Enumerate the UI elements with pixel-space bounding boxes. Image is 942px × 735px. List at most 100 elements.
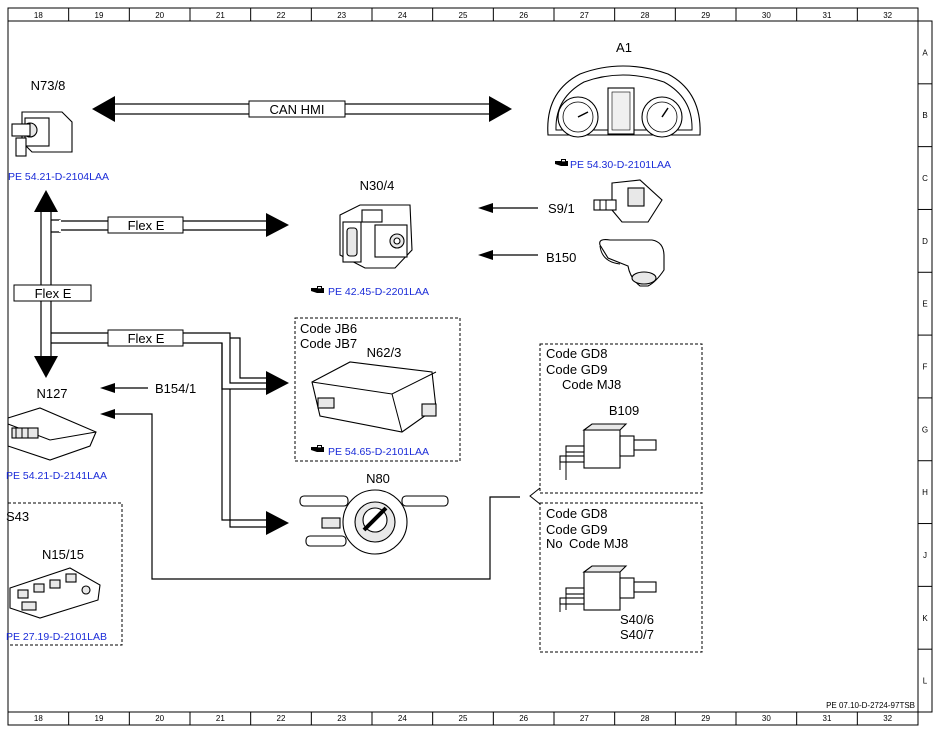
- b154-1-label: B154/1: [155, 381, 196, 396]
- grid-column-label: 28: [641, 714, 650, 723]
- n127-component: N127 PE 54.21-D-2141LAA: [6, 386, 107, 482]
- grid-column-label: 31: [823, 714, 832, 723]
- grid-column-label: 22: [277, 714, 286, 723]
- n62-3-ref: PE 54.65-D-2101LAA: [328, 446, 429, 458]
- can-hmi-label-box: [248, 100, 346, 118]
- flex-e-left-box: [13, 284, 92, 302]
- grid-column-label: 27: [580, 714, 589, 723]
- a1-label: A1: [616, 40, 632, 55]
- s9-1-label: S9/1: [548, 201, 575, 216]
- n73-8-ref: PE 54.21-D-2104LAA: [8, 171, 109, 183]
- n30-4-component: N30/4 PE 42.45-D-2201LAA: [311, 178, 429, 298]
- grid-column-label: 26: [519, 11, 528, 20]
- s40-component: Code GD8 Code GD9 No Code MJ8 S40/6 S40/…: [539, 502, 703, 653]
- gear-selector-module-icon: [9, 567, 101, 619]
- powertrain-control-unit-icon: [7, 407, 97, 461]
- s40-switch-icon: [559, 565, 657, 612]
- pointing-hand-icon: [311, 286, 324, 293]
- s9-1-signal-arrow: [478, 203, 538, 213]
- flex-e-to-n30-4: Flex E: [51, 213, 289, 237]
- n62-3-code-1: Code JB6: [300, 321, 357, 336]
- grid-row-label: B: [922, 111, 927, 120]
- grid-row-label: G: [922, 425, 928, 434]
- s9-1-component: S9/1: [548, 179, 663, 223]
- grid-row-label: F: [923, 363, 928, 372]
- b150-label: B150: [546, 250, 576, 265]
- b109-code-3: Code MJ8: [562, 377, 621, 392]
- grid-column-label: 24: [398, 11, 407, 20]
- n127-ref: PE 54.21-D-2141LAA: [6, 470, 107, 482]
- flex-e-top-box: [107, 216, 184, 234]
- b109-code-box: [539, 343, 703, 494]
- flex-e-mid-label: Flex E: [128, 331, 165, 346]
- grid-column-label: 19: [95, 714, 104, 723]
- grid-row-label: J: [923, 551, 927, 560]
- grid-column-label: 21: [216, 11, 225, 20]
- n62-3-label: N62/3: [367, 345, 402, 360]
- b109-code-1: Code GD8: [546, 346, 607, 361]
- a1-component: A1 PE 54.30-D-2101LAA: [547, 40, 701, 171]
- grid-row-label: K: [922, 614, 928, 623]
- grid-row-label: E: [922, 300, 927, 309]
- pointing-hand-icon: [311, 445, 324, 452]
- pressure-sensor-icon: [599, 239, 665, 287]
- steering-column-module-icon: [299, 489, 449, 555]
- can-hmi-label: CAN HMI: [270, 102, 325, 117]
- grid-column-label: 20: [155, 714, 164, 723]
- s40-code-2: Code GD9: [546, 522, 607, 537]
- s40-6-label: S40/6: [620, 612, 654, 627]
- grid-row-label: D: [922, 237, 928, 246]
- flex-e-top-label: Flex E: [128, 218, 165, 233]
- n30-4-label: N30/4: [360, 178, 395, 193]
- n127-label: N127: [36, 386, 67, 401]
- sheet-frame: [7, 7, 933, 726]
- s40-code-1: Code GD8: [546, 506, 607, 521]
- a1-ref: PE 54.30-D-2101LAA: [570, 159, 671, 171]
- flex-e-left-label: Flex E: [35, 286, 72, 301]
- n62-3-code-box: [294, 317, 461, 462]
- n62-3-code-2: Code JB7: [300, 336, 357, 351]
- grid-column-label: 31: [823, 11, 832, 20]
- b150-signal-arrow: [478, 250, 538, 260]
- grid-column-label: 21: [216, 714, 225, 723]
- grid-column-label: 23: [337, 714, 346, 723]
- drawing-reference: PE 07.10-D-2724-97TSB: [826, 701, 915, 710]
- pointing-hand-icon: [555, 159, 568, 166]
- s40-7-label: S40/7: [620, 627, 654, 642]
- grid-column-label: 22: [277, 11, 286, 20]
- grid-column-label: 25: [459, 11, 468, 20]
- grid-column-label: 28: [641, 11, 650, 20]
- grid-column-label: 29: [701, 11, 710, 20]
- grid-column-label: 19: [95, 11, 104, 20]
- n80-component: N80: [299, 471, 449, 555]
- grid-column-label: 24: [398, 714, 407, 723]
- s40-code-3: No: [546, 536, 563, 551]
- grid-column-label: 26: [519, 714, 528, 723]
- brake-light-switch-icon: [593, 179, 663, 223]
- b109-label: B109: [609, 403, 639, 418]
- ignition-switch-icon: [11, 111, 73, 157]
- n80-label: N80: [366, 471, 390, 486]
- flex-e-mid-box: [107, 329, 184, 347]
- grid-row-label: C: [922, 174, 928, 183]
- grid-column-label: 23: [337, 11, 346, 20]
- grid-column-label: 18: [34, 714, 43, 723]
- b109-code-2: Code GD9: [546, 362, 607, 377]
- n15-15-code-box: [8, 502, 123, 646]
- grid-column-label: 27: [580, 11, 589, 20]
- grid-column-label: 20: [155, 11, 164, 20]
- grid-column-label: 30: [762, 714, 771, 723]
- s40-code-box: [539, 502, 703, 653]
- grid-column-label: 30: [762, 11, 771, 20]
- n73-8-label: N73/8: [31, 78, 66, 93]
- n30-4-ref: PE 42.45-D-2201LAA: [328, 286, 429, 298]
- grid-column-label: 25: [459, 714, 468, 723]
- b109-component: Code GD8 Code GD9 Code MJ8 B109: [539, 343, 703, 494]
- s40-code-4: Code MJ8: [569, 536, 628, 551]
- flex-e-trunk: Flex E: [13, 190, 92, 378]
- n62-3-component: Code JB6 Code JB7 N62/3 PE 54.65-D-2101L…: [294, 317, 461, 462]
- instrument-cluster-icon: [547, 65, 701, 138]
